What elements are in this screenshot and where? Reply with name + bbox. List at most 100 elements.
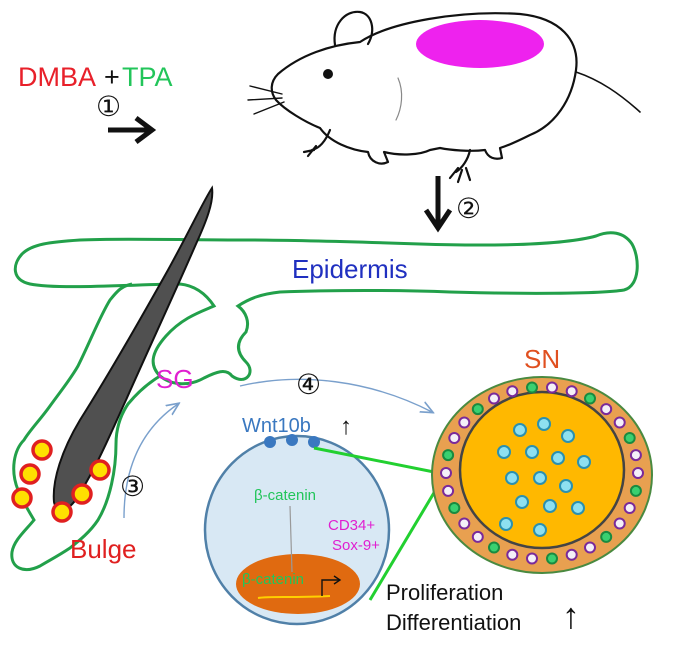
- neoplasm-inner-cell: [537, 417, 551, 431]
- neoplasm-inner-cell: [577, 455, 591, 469]
- follicle-outline: [10, 282, 161, 571]
- mouse-eye: [323, 69, 333, 79]
- mouse-front-leg: [302, 128, 332, 158]
- dna-strand: [257, 595, 331, 599]
- neoplasm-inner-cell: [561, 429, 575, 443]
- sn-label: SN: [524, 344, 560, 374]
- differentiation-label: Differentiation: [386, 610, 521, 635]
- step-3-arrow: [123, 404, 178, 519]
- step-4-marker: ④: [296, 368, 321, 401]
- catenin-translocation-line: [289, 505, 293, 573]
- proliferation-up-arrow: ↑: [562, 595, 580, 636]
- neoplasm-inner-cell: [543, 499, 557, 513]
- neoplasm-ring-cell: [488, 541, 500, 554]
- step-2-arrow: [423, 176, 453, 233]
- proliferation-label: Proliferation: [386, 580, 503, 605]
- neoplasm-ring-cell: [584, 541, 596, 554]
- neoplasm-inner-cell: [505, 471, 519, 485]
- bulge-cell: [19, 463, 41, 485]
- neoplasm-ring-cell: [458, 416, 471, 429]
- inner-cells: [497, 417, 591, 537]
- neoplasm-ring-cell: [546, 552, 558, 565]
- bulge-stem-cells: [11, 439, 111, 523]
- stem-cell-diagram: β-catenin CD34+ Sox-9+ β-catenin: [203, 434, 391, 626]
- step-1-marker: ①: [96, 90, 121, 123]
- neoplasm-ring-cell: [600, 530, 613, 543]
- wnt-receptor: [308, 436, 320, 448]
- neoplasm-ring-cell: [623, 432, 636, 444]
- neoplasm-ring-cell: [471, 403, 484, 416]
- cd34-label: CD34+: [328, 517, 375, 534]
- connector-line: [368, 475, 446, 601]
- step-3-marker: ③: [120, 470, 145, 503]
- dmba-label: DMBA: [18, 62, 96, 92]
- connector-line: [313, 446, 445, 476]
- beta-catenin-nucleus-label: β-catenin: [242, 571, 304, 588]
- wnt10b-up-arrow: ↑: [340, 413, 352, 440]
- wnt10b-label: Wnt10b: [242, 415, 311, 437]
- mouse-illustration: [247, 10, 641, 184]
- neoplasm-inner-cell: [571, 501, 585, 515]
- neoplasm-inner-cell: [533, 523, 547, 537]
- step-2-marker: ②: [456, 192, 481, 225]
- neoplasm-ring-cell: [526, 552, 538, 565]
- transcription-arrow: [321, 579, 340, 596]
- ring-cells: [440, 381, 644, 565]
- bulge-label: Bulge: [70, 534, 137, 564]
- neoplasm-ring-cell: [448, 432, 461, 444]
- neoplasm-inner-cell: [551, 451, 565, 465]
- mouse-treated-skin-patch: [416, 20, 544, 68]
- plus-label: +: [104, 62, 120, 92]
- neoplasm-ring-cell: [584, 392, 596, 405]
- bulge-cell: [51, 501, 73, 523]
- neoplasm-ring-cell: [526, 381, 538, 394]
- mouse-whiskers: [247, 85, 285, 115]
- neoplasm-ring-cell: [448, 502, 461, 514]
- skin-epidermis-outline: [13, 231, 639, 386]
- neoplasm-inner-cell: [559, 479, 573, 493]
- neoplasm-ring-cell: [613, 416, 626, 429]
- neoplasm-inner-cell: [533, 471, 547, 485]
- mouse-tail: [575, 71, 641, 113]
- neoplasm-ring-cell: [629, 484, 642, 497]
- epidermis-label: Epidermis: [292, 254, 408, 284]
- transcription-arrowhead: [333, 575, 342, 585]
- neoplasm-ring-cell: [506, 548, 519, 561]
- mouse-ear: [333, 10, 374, 47]
- bulge-cell: [71, 483, 93, 505]
- neoplasm-ring-cell: [613, 517, 626, 530]
- beta-catenin-cytoplasm-label: β-catenin: [254, 487, 316, 504]
- neoplasm-inner-cell: [525, 445, 539, 459]
- sebaceous-neoplasm: [431, 376, 653, 574]
- neoplasm-ring-cell: [458, 517, 471, 530]
- bulge-cell: [89, 459, 111, 481]
- neoplasm-inner-cell: [515, 495, 529, 509]
- bulge-cell: [11, 487, 33, 509]
- neoplasm-ring-cell: [565, 385, 578, 398]
- tpa-label: TPA: [122, 62, 173, 92]
- sox9-label: Sox-9+: [332, 537, 380, 554]
- sg-label: SG: [156, 364, 194, 394]
- neoplasm-ring-cell: [623, 502, 636, 514]
- step-4-arrow: [239, 378, 432, 412]
- neoplasm-ring-cell: [442, 484, 455, 497]
- neoplasm-ring-cell: [632, 467, 644, 479]
- neoplasm-ring-cell: [506, 385, 519, 398]
- wnt-receptor: [264, 436, 276, 448]
- neoplasm-ring-cell: [565, 548, 578, 561]
- bulge-cell: [31, 439, 53, 461]
- stem-cell-nucleus: [236, 554, 360, 614]
- mouse-back-leg: [448, 148, 472, 184]
- neoplasm-ring-cell: [488, 392, 500, 405]
- step-1-arrow: [108, 116, 157, 144]
- neoplasm-ring-cell: [600, 403, 613, 416]
- neoplasm-ring-cell: [546, 381, 558, 394]
- neoplasm-ring-cell: [629, 449, 642, 462]
- neoplasm-inner-cell: [513, 423, 527, 437]
- neoplasm-ring-cell: [440, 467, 452, 479]
- neoplasm-ring-cell: [471, 530, 484, 543]
- neoplasm-inner-cell: [499, 517, 513, 531]
- neoplasm-ring-cell: [442, 449, 455, 462]
- mouse-shoulder-line: [395, 77, 403, 121]
